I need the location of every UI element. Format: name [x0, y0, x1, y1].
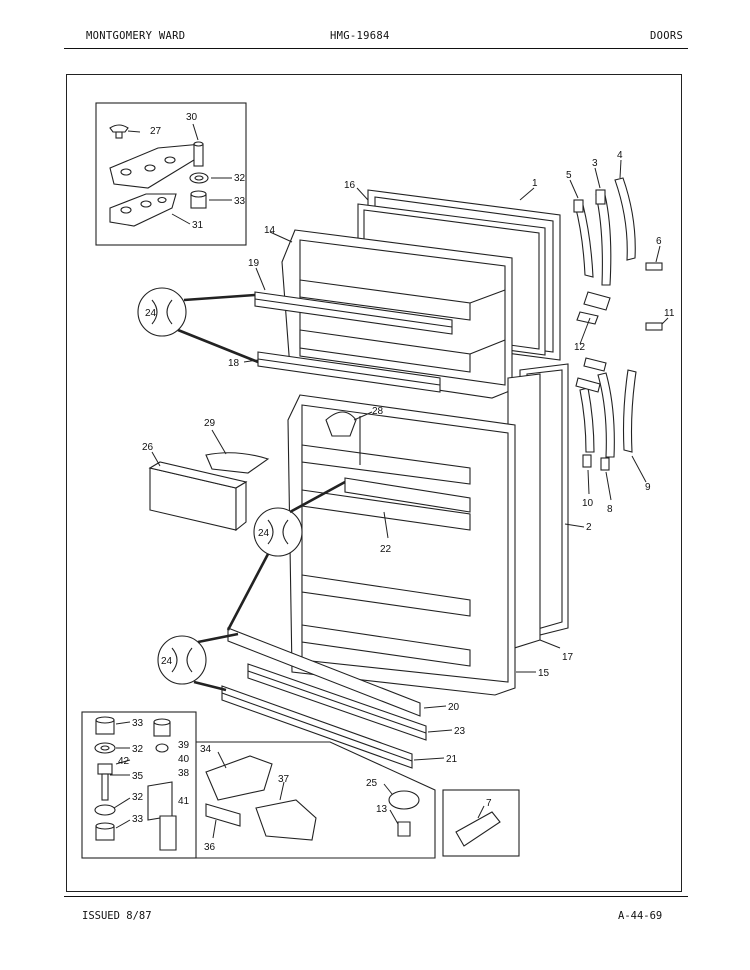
inset-bottom-hinge	[81, 711, 520, 859]
header-brand: MONTGOMERY WARD	[86, 30, 186, 42]
callout-40: 40	[178, 754, 190, 765]
callout-12: 12	[574, 342, 586, 353]
freezer-door-assembly	[254, 177, 663, 399]
callout-26: 26	[142, 442, 154, 453]
callout-11: 11	[664, 308, 675, 319]
callout-10: 10	[582, 498, 594, 509]
callout-24-freezer: 24	[145, 308, 157, 319]
inset-top-hinge	[95, 102, 247, 246]
callout-29: 29	[204, 418, 216, 429]
callout-23: 23	[454, 726, 466, 737]
callout-labels: 27 30 32 33 31 16 1 5 3 4 6 14 19 24 11 …	[118, 112, 675, 853]
footer-page-code: A-44-69	[618, 910, 663, 922]
callout-8: 8	[607, 504, 613, 515]
header-model-number: HMG-19684	[330, 30, 390, 42]
callout-33-lower: 33	[132, 814, 144, 825]
callout-32-lower: 32	[132, 792, 144, 803]
callout-33-bottom: 33	[132, 718, 144, 729]
callout-27: 27	[150, 126, 162, 137]
callout-37: 37	[278, 774, 290, 785]
callout-2: 2	[586, 522, 592, 533]
callout-41: 41	[178, 796, 190, 807]
callout-1: 1	[532, 178, 538, 189]
header-section: DOORS	[650, 30, 684, 42]
leader-lines	[110, 159, 669, 839]
detail-circles-24	[137, 287, 346, 692]
callout-31: 31	[192, 220, 204, 231]
callout-39: 39	[178, 740, 190, 751]
footer-rule	[64, 896, 688, 897]
callout-35: 35	[132, 771, 144, 782]
callout-30: 30	[186, 112, 198, 123]
callout-17: 17	[562, 652, 574, 663]
callout-20: 20	[448, 702, 460, 713]
callout-9: 9	[645, 482, 651, 493]
callout-28: 28	[372, 406, 384, 417]
callout-22: 22	[380, 544, 392, 555]
callout-3: 3	[592, 158, 598, 169]
callout-19: 19	[248, 258, 260, 269]
callout-21: 21	[446, 754, 458, 765]
fresh-food-door-assembly	[148, 357, 637, 769]
callout-15: 15	[538, 668, 550, 679]
callout-13: 13	[376, 804, 388, 815]
callout-24-lower: 24	[161, 656, 173, 667]
callout-25: 25	[366, 778, 378, 789]
callout-5: 5	[566, 170, 572, 181]
callout-32-bottom: 32	[132, 744, 144, 755]
callout-24-door: 24	[258, 528, 270, 539]
callout-34: 34	[200, 744, 212, 755]
header-rule	[64, 48, 688, 49]
callout-18: 18	[228, 358, 240, 369]
callout-16: 16	[344, 180, 356, 191]
callout-4: 4	[617, 150, 623, 161]
callout-42: 42	[118, 756, 130, 767]
callout-38: 38	[178, 768, 190, 779]
callout-36: 36	[204, 842, 216, 853]
callout-14: 14	[264, 225, 276, 236]
callout-33: 33	[234, 196, 246, 207]
callout-32: 32	[234, 173, 246, 184]
diagram-frame	[66, 74, 682, 892]
callout-6: 6	[656, 236, 662, 247]
footer-issue-date: ISSUED 8/87	[82, 910, 152, 922]
callout-7: 7	[486, 798, 492, 809]
